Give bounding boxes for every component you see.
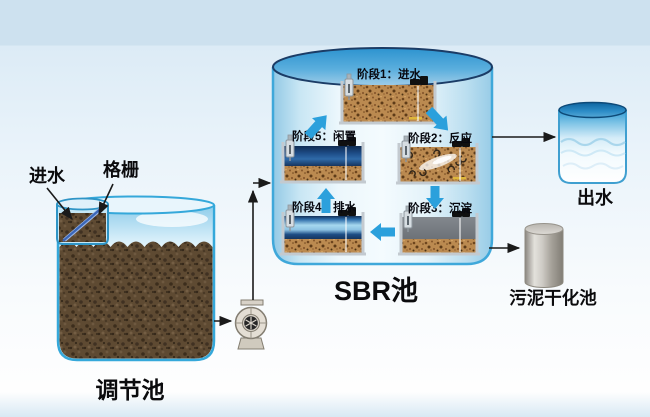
level-sensor-icon [285, 204, 295, 231]
stage1-mixed-liquor [342, 85, 435, 123]
stage4-frame [280, 212, 366, 256]
effluent-wave-2 [560, 149, 626, 157]
regulating-tank-sludge [59, 241, 213, 359]
stage3-supernatant [401, 217, 477, 239]
effluent-label: 出水 [577, 187, 614, 208]
sbr-stage-1-label: 阶段1：进水 [357, 67, 421, 81]
cycle-arrow-stage1-to-stage2 [425, 106, 449, 131]
pump-flange [240, 299, 264, 306]
influent-label: 进水 [29, 165, 66, 186]
stage4-settled-sludge [283, 239, 363, 254]
stage5-clear-water [283, 146, 363, 166]
cycle-arrow-stage4-to-stage5 [317, 188, 335, 213]
stage1-level-mark [409, 117, 422, 120]
stage3-frame [398, 213, 480, 256]
sbr-stage-2-tank [396, 135, 480, 185]
influent-callout-arrow [46, 187, 73, 220]
bar-screen-line [62, 205, 105, 242]
pump-icon [234, 299, 268, 350]
pump-impeller-blades [245, 316, 257, 330]
motor-icon [410, 76, 428, 85]
regulating-tank: 调节池 [56, 195, 216, 403]
level-sensor-icon [401, 135, 411, 162]
effluent-wave-3 [562, 162, 624, 170]
stage4-decanting-water [283, 216, 363, 239]
inlet-screen-box [56, 197, 109, 245]
stage5-settled-sludge [283, 166, 363, 182]
stage3-settled-sludge [401, 239, 477, 254]
pump-base [237, 337, 265, 350]
sludge-drying-tank-label: 污泥干化池 [509, 288, 597, 308]
sbr-stage-3-tank [398, 205, 480, 256]
bar-screen-callout-arrow [98, 183, 114, 216]
level-sensor-icon [285, 134, 295, 161]
effluent-wave-1 [560, 137, 626, 147]
stage5-frame [280, 142, 366, 184]
motor-icon [452, 208, 470, 217]
sbr-stage-3-label: 阶段3：沉淀 [408, 201, 472, 215]
water-shine [136, 211, 208, 227]
cycle-arrow-stage3-to-stage4 [370, 223, 395, 241]
sbr-stage-1-tank [339, 73, 438, 125]
sbr-stage-4-tank [280, 204, 366, 256]
cycle-arrow-stage5-to-stage1 [304, 115, 327, 140]
sbr-tank: 阶段1：进水 [271, 47, 494, 306]
level-sensor-icon [344, 73, 354, 100]
level-sensor-icon [403, 205, 413, 232]
stage2-frame [396, 143, 480, 185]
sbr-tank-label: SBR池 [334, 276, 418, 306]
motor-icon [338, 137, 356, 146]
sbr-stage-2-label: 阶段2：反应 [408, 131, 472, 145]
motor-icon [338, 207, 356, 216]
stage2-foam-core [432, 155, 452, 165]
sludge-drying-tank: 污泥干化池 [509, 223, 597, 308]
sludge-drying-tank-rim [524, 223, 564, 235]
motor-icon [452, 138, 470, 147]
sbr-stage-5-tank [280, 134, 366, 184]
sludge-drying-tank-body [524, 229, 564, 288]
effluent-tank: 出水 [558, 101, 627, 208]
regulating-tank-label: 调节池 [96, 377, 165, 403]
bar-screen-label: 格栅 [103, 159, 139, 180]
sbr-stage-5-label: 阶段5：闲置 [292, 129, 356, 143]
sbr-cycle-arrows [304, 106, 449, 241]
effluent-tank-body [558, 110, 627, 184]
effluent-tank-rim [558, 101, 627, 119]
cycle-arrow-stage2-to-stage3 [426, 186, 444, 209]
